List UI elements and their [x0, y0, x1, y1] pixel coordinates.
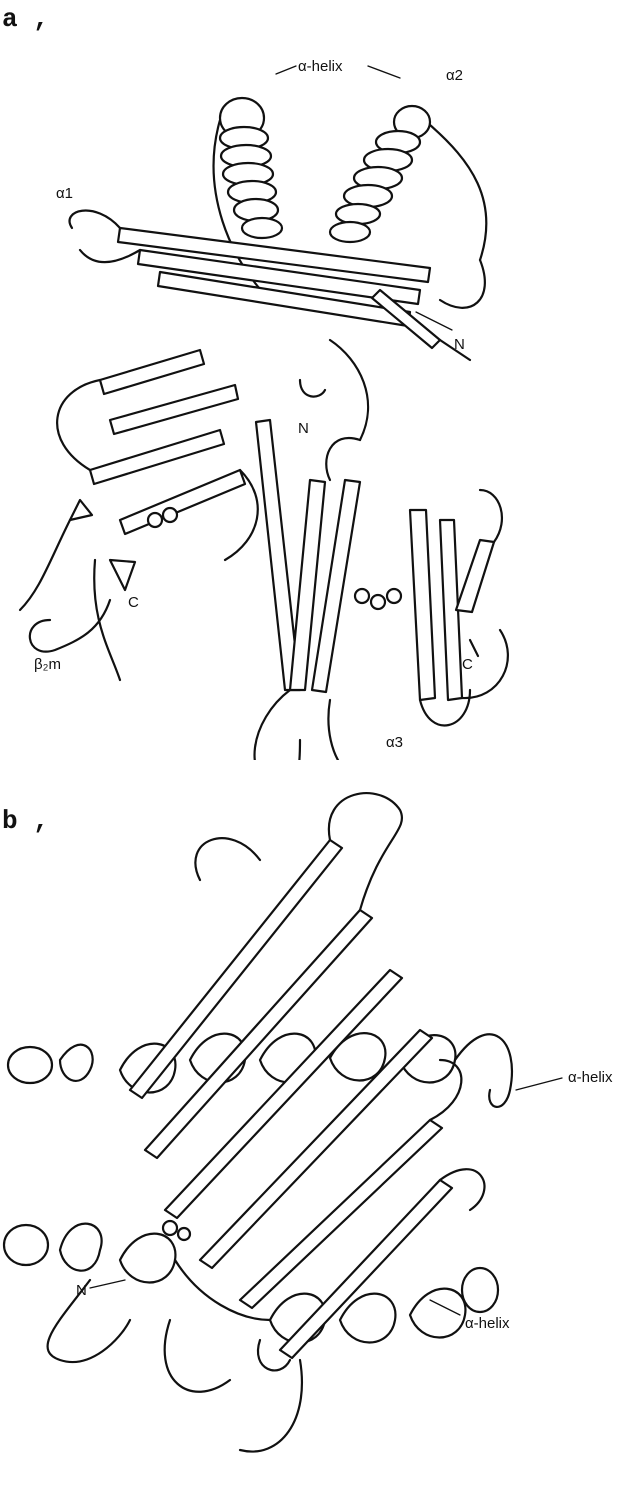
n-terminus-leader-b [90, 1280, 125, 1288]
label-beta2m: β₂m [34, 656, 61, 673]
peptide-binding-groove-diagram: b , [0, 760, 630, 1508]
alpha-helix-leader-left [276, 66, 296, 74]
alpha3-domain [255, 420, 508, 760]
label-alpha3: α3 [386, 734, 403, 751]
label-n-upper: N [454, 336, 465, 353]
panel-a-label: a , [2, 4, 49, 34]
n-terminus-loop [300, 380, 325, 397]
label-n-middle: N [298, 420, 309, 437]
label-c-left: C [128, 594, 139, 611]
alpha2-helix [330, 106, 486, 260]
label-alpha2: α2 [446, 67, 463, 84]
label-alpha1: α1 [56, 185, 73, 202]
bottom-loops [48, 1280, 302, 1452]
panel-b-label: b , [2, 806, 49, 836]
label-alpha-helix-upper: α-helix [568, 1069, 613, 1086]
alpha-helix-leader-upper [516, 1078, 562, 1090]
alpha-helix-leader-right [368, 66, 400, 78]
panel-a: a , [0, 0, 630, 760]
connector-loop [330, 340, 368, 440]
panel-b: b , [0, 760, 630, 1508]
label-n-terminus: N [76, 1282, 87, 1299]
mhc-class-i-ribbon-diagram: a , [0, 0, 630, 760]
label-alpha-helix: α-helix [298, 58, 343, 75]
label-alpha-helix-lower: α-helix [465, 1315, 510, 1332]
beta2m-domain [20, 350, 258, 680]
label-c-right: C [462, 656, 473, 673]
